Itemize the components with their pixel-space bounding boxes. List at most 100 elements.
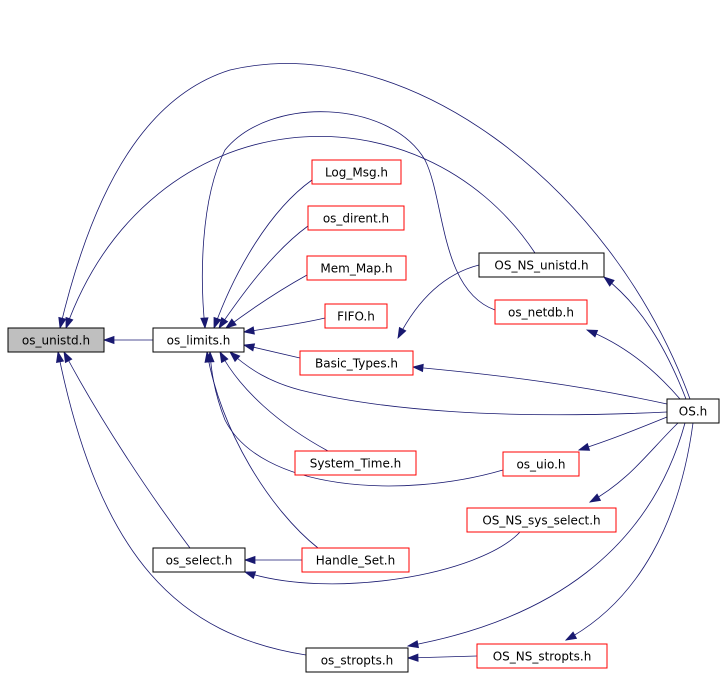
node-label: Log_Msg.h [325,166,388,180]
arrowhead [397,326,407,340]
edge-line [229,351,668,416]
edge-line [206,351,319,549]
edge-line [202,111,496,329]
node-label: OS_NS_unistd.h [494,259,588,273]
edge-os-to-os-limits [229,351,668,416]
arrowhead [58,316,67,330]
arrowhead [406,640,419,649]
node-os-dirent[interactable]: os_dirent.h [307,205,405,231]
edge-os-to-os-netdb [585,329,681,400]
edge-os-ns-stropts-to-os-stropts [406,653,478,662]
arrowhead [603,276,615,287]
node-label: os_limits.h [167,334,231,348]
edge-os-limits-to-os-unistd [102,335,153,345]
node-label: os_uio.h [516,458,565,472]
node-mem-map[interactable]: Mem_Map.h [306,255,407,281]
edge-line [63,351,191,549]
edge-os-ns-sys-select-to-os-select [243,531,521,585]
edges-layer [56,63,694,662]
edge-line [57,351,307,656]
edge-line [578,416,668,451]
node-label: Basic_Types.h [315,357,398,371]
edge-os-stropts-to-os-unistd [56,350,307,656]
arrowhead [243,555,256,565]
edge-line [59,63,691,400]
edge-os-dirent-to-os-limits [218,225,309,329]
edge-os-to-os-ns-unistd [603,276,687,400]
edge-os-to-os-uio [577,416,668,451]
node-label: System_Time.h [310,457,402,471]
node-os-limits[interactable]: os_limits.h [152,327,245,353]
edge-line [209,351,504,487]
edge-line [407,655,478,659]
node-label: os_dirent.h [323,212,389,226]
node-label: OS_NS_sys_select.h [482,514,600,528]
edge-line [589,422,679,503]
edge-os-netdb-to-os-limits [200,111,496,330]
edge-line [397,264,480,339]
edge-fifo-to-os-limits [242,317,326,335]
node-os-unistd[interactable]: os_unistd.h [7,327,105,353]
edge-os-ns-unistd-to-os-unistd [65,135,536,330]
edge-line [412,366,668,405]
node-os-ns-unistd[interactable]: OS_NS_unistd.h [478,252,605,278]
node-os[interactable]: OS.h [666,398,720,424]
arrowhead [65,316,74,330]
edge-line [586,329,681,400]
arrowhead [242,326,255,335]
arrowhead [219,350,229,364]
node-os-select[interactable]: os_select.h [152,547,246,573]
node-label: OS.h [679,405,707,419]
node-label: os_unistd.h [22,334,90,348]
arrowhead [102,335,115,345]
edge-os-select-to-os-unistd [63,350,191,549]
node-label: Handle_Set.h [316,554,395,568]
edge-os-to-basic-types [411,363,668,405]
arrowhead [225,318,237,329]
arrowhead [229,351,241,363]
edge-os-uio-to-os-limits [206,350,504,487]
node-os-netdb[interactable]: os_netdb.h [494,299,588,325]
edge-os-to-os-stropts [406,422,686,649]
node-os-stropts[interactable]: os_stropts.h [305,647,409,673]
node-log-msg[interactable]: Log_Msg.h [311,159,402,185]
node-label: os_netdb.h [508,306,574,320]
node-label: Mem_Map.h [320,262,392,276]
node-handle-set[interactable]: Handle_Set.h [301,547,410,573]
arrowhead [218,317,229,329]
edge-line [603,276,687,400]
arrowhead [411,363,424,373]
node-fifo[interactable]: FIFO.h [324,303,388,329]
arrowhead [585,329,599,338]
arrowhead [577,442,591,451]
arrowhead [242,343,256,352]
node-label: os_select.h [166,554,233,568]
node-os-ns-sys-select[interactable]: OS_NS_sys_select.h [466,507,617,533]
edge-os-to-os-ns-stropts [564,422,694,641]
edge-line [219,351,329,452]
node-os-uio[interactable]: os_uio.h [502,451,580,477]
node-system-time[interactable]: System_Time.h [294,450,417,476]
edge-line [243,317,326,333]
edge-system-time-to-os-limits [219,350,329,452]
node-label: OS_NS_stropts.h [493,650,592,664]
arrowhead [56,350,65,364]
edge-line [407,422,686,647]
arrowhead [406,653,419,662]
edge-os-ns-unistd-to-basic-types [397,264,480,340]
nodes-layer: os_unistd.h os_limits.h os_select.h os_s… [7,159,720,673]
edge-line [244,531,521,585]
arrowhead [206,350,215,363]
arrowhead [588,493,602,503]
edge-handle-set-to-os-limits [204,350,319,549]
node-os-ns-stropts[interactable]: OS_NS_stropts.h [476,643,608,669]
edge-mem-map-to-os-limits [225,274,308,329]
node-label: os_stropts.h [321,654,394,668]
edge-line [218,225,309,329]
edge-os-to-os-ns-sys-select [588,422,679,503]
arrowhead [200,317,209,330]
arrowhead [213,316,222,330]
node-basic-types[interactable]: Basic_Types.h [299,350,414,376]
edge-line [65,135,536,329]
